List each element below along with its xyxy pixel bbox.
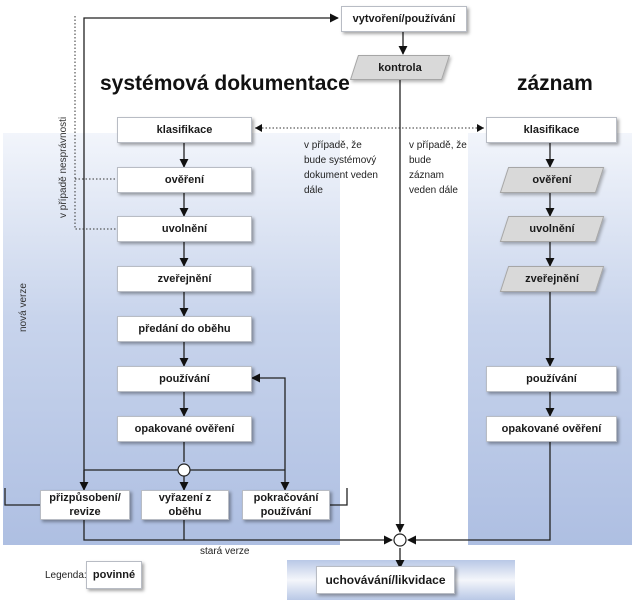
retention-box: uchovávání/likvidace [316,566,455,594]
line-to-create [83,13,339,482]
right-publication-label: zveřejnění [525,273,579,285]
merge-node [393,533,407,547]
right-usage-box: používání [486,366,617,392]
right-reverification-box: opakované ověření [486,416,617,442]
control-label: kontrola [378,61,422,74]
legend-mandatory-box: povinné [86,561,142,589]
split-node [177,463,191,477]
left-verification-box: ověření [117,167,252,193]
withdrawal-box: vyřazení z oběhu [141,490,229,520]
control-box: kontrola [354,55,446,80]
note-incorrect: v případě nesprávnosti [58,116,69,218]
note-record: v případě, že bude záznam veden dále [409,140,467,196]
note-system-doc: v případě, že bude systémový dokument ve… [304,140,378,196]
note-old-version: stará verze [200,546,250,557]
adaptation-box: přizpůsobení/ revize [40,490,130,520]
right-verification-label: ověření [532,174,572,186]
right-verification-box: ověření [504,167,600,193]
left-publication-box: zveřejnění [117,266,252,292]
left-usage-box: používání [117,366,252,392]
system-docs-title: systémová dokumentace [100,72,350,95]
left-release-box: uvolnění [117,216,252,242]
record-title: záznam [517,72,593,95]
right-release-box: uvolnění [504,216,600,242]
legend-label: Legenda: [45,570,87,581]
left-circulation-box: předání do oběhu [117,316,252,342]
note-new-version: nová verze [18,283,29,332]
right-classification-box: klasifikace [486,117,617,143]
left-reverification-box: opakované ověření [117,416,252,442]
right-publication-box: zveřejnění [504,266,600,292]
continued-use-box: pokračování používání [242,490,330,520]
right-release-label: uvolnění [529,223,575,235]
left-classification-box: klasifikace [117,117,252,143]
create-use-box: vytvoření/používání [341,6,467,32]
